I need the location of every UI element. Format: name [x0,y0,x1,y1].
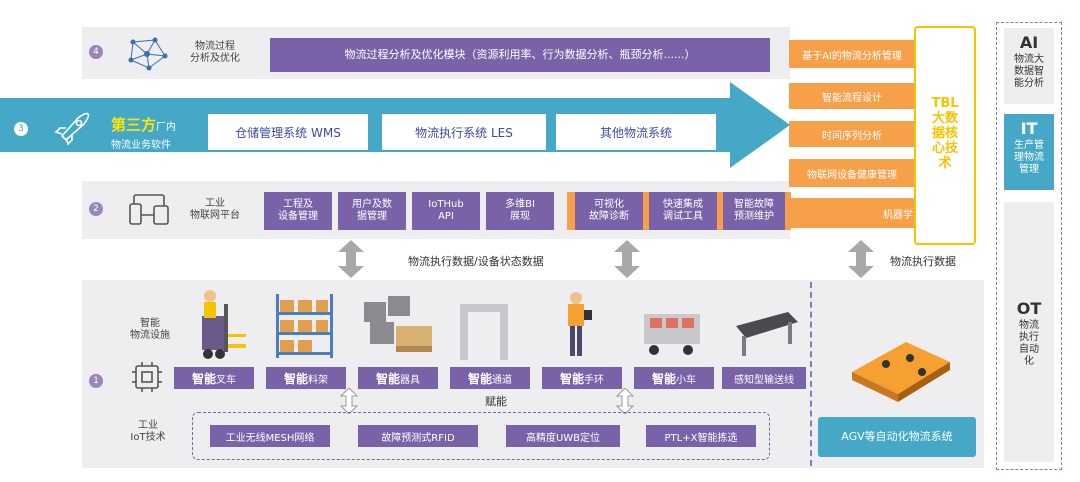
conveyor-illustration [736,312,798,356]
smart-container-illustration [364,296,432,352]
empower-label: 赋能 [485,395,507,408]
smart-cart-illustration [644,314,700,355]
facility-item-gate: 智能通道 [450,367,530,389]
facility-item-strong: 智能 [283,371,308,386]
data-flow-label-1: 物流执行数据/设备状态数据 [408,255,544,268]
brand-main: 第三方 [111,116,157,134]
devices-icon [129,194,169,225]
system-les: 物流执行系统 LES [382,114,546,150]
iot-tech-frame [192,412,770,460]
side-it-desc: 生产管 理物流 管理 [1014,140,1044,175]
side-ot-title: OT [1016,299,1042,318]
tbl-core-box [914,26,976,245]
platform-module-iothub: IoTHub API [412,192,480,230]
third-party-brand: 第三方厂内 [111,115,206,135]
layer-platform-name: 工业 物联网平台 [190,198,240,221]
system-other: 其他物流系统 [556,114,716,150]
facility-item-rest: 器具 [400,374,420,386]
facility-item-strong: 智能 [191,371,216,386]
tbl-item-ai: 基于AI的物流分析管理 [789,40,915,68]
side-ot-block: OT 物流 执行 自动 化 [1004,202,1054,462]
tbl-core-title: TBL 大数 据核 心技 术 [931,96,959,171]
side-ai-title: AI [1019,33,1039,52]
layer-number-1: 1 [89,374,103,388]
layer-number-2: 2 [89,202,103,216]
tbl-item-health: 物联网设备健康管理 [789,159,915,187]
platform-module-engineering: 工程及 设备管理 [264,192,332,230]
side-ot-desc: 物流 执行 自动 化 [1019,320,1039,367]
agv-zone-divider [810,282,812,466]
side-it-title: IT [1020,119,1038,138]
tbl-item-flow-design: 智能流程设计 [789,83,915,109]
side-it-block: IT 生产管 理物流 管理 [1004,114,1054,190]
facility-item-rest: 料架 [308,374,328,386]
iot-tech-ptl: PTL+X智能拣选 [646,425,756,447]
agv-robot-illustration [852,342,950,402]
network-icon [128,37,168,71]
double-arrow-icon [338,240,364,278]
side-ai-block: AI 物流大 数据智 能分析 [1004,28,1054,104]
platform-tool-integration: 快速集成 调试工具 [649,192,717,230]
facility-item-rest: 小车 [676,374,696,386]
layer-number-4: 4 [89,45,103,59]
platform-module-user-data: 用户及数 据管理 [338,192,406,230]
facility-item-strong: 智能 [467,371,492,386]
facility-item-rest: 感知型输送线 [734,374,794,386]
facility-item-strong: 智能 [651,371,676,386]
agv-system-label: AGV等自动化物流系统 [818,417,976,457]
facility-item-container: 智能器具 [358,367,438,389]
facility-item-rest: 手环 [584,374,604,386]
double-arrow-icon [614,240,640,278]
forklift-worker-illustration [202,290,246,359]
software-sub: 物流业务软件 [111,140,171,151]
facility-item-forklift: 智能叉车 [174,367,254,389]
platform-module-bi: 多维BI 展现 [486,192,554,230]
brand-suffix: 厂内 [156,122,177,133]
chip-icon [132,362,162,392]
rocket-icon [54,112,90,146]
facility-item-rest: 通道 [492,374,512,386]
system-wms: 仓储管理系统 WMS [208,114,368,150]
facility-item-cart: 智能小车 [634,367,714,389]
facility-item-wristband: 智能手环 [542,367,622,389]
double-arrow-icon [848,240,874,278]
layer-facility-name: 智能 物流设施 [130,318,170,341]
iot-tech-rfid: 故障预测式RFID [358,425,478,447]
analysis-module: 物流过程分析及优化模块（资源利用率、行为数据分析、瓶颈分析......） [270,38,770,72]
facility-item-strong: 智能 [559,371,584,386]
side-frame [996,22,1062,470]
layer-analysis-name: 物流过程 分析及优化 [190,41,240,64]
facility-item-conveyor: 感知型输送线 [722,367,806,389]
smart-gate-illustration [460,304,508,360]
tbl-item-timeseries: 时间序列分析 [789,121,915,147]
iot-tech-name: 工业 IoT技术 [130,420,166,443]
facility-item-rack: 智能料架 [266,367,346,389]
facility-item-rest: 叉车 [216,374,236,386]
empower-arrow-icon [616,388,634,414]
empower-arrow-icon [340,388,358,414]
side-ai-desc: 物流大 数据智 能分析 [1014,54,1044,89]
smart-rack-illustration [276,294,333,358]
layer-number-3: 3 [14,122,28,136]
facility-item-strong: 智能 [375,371,400,386]
data-flow-label-2: 物流执行数据 [890,255,956,268]
platform-tool-predictive: 智能故障 预测维护 [723,192,785,230]
iot-tech-uwb: 高精度UWB定位 [506,425,620,447]
platform-tool-visual-diagnosis: 可视化 故障诊断 [575,192,643,230]
iot-tech-mesh: 工业无线MESH网络 [210,425,330,447]
wristband-worker-illustration [568,292,592,356]
